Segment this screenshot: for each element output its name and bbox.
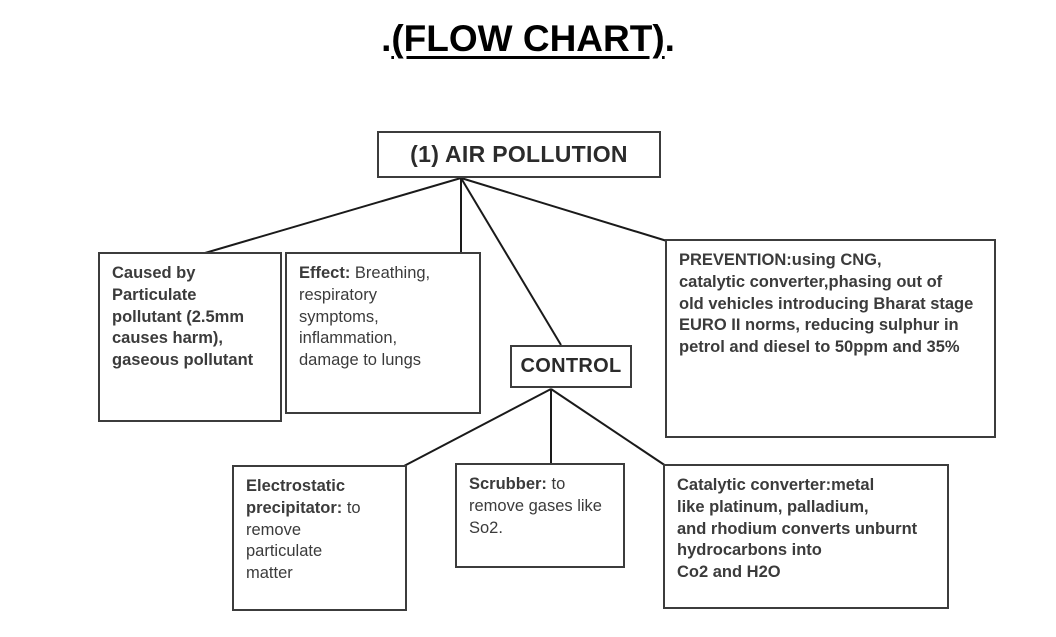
node-control[interactable]: CONTROL xyxy=(510,345,632,388)
node-catalytic-heading: Catalytic converter: xyxy=(677,476,832,494)
node-scrubber-heading: Scrubber: xyxy=(469,475,547,493)
node-prevention[interactable]: PREVENTION:using CNG, catalytic converte… xyxy=(665,239,996,438)
connector-control-to-catalytic xyxy=(550,388,667,467)
page-title: .(FLOW CHART). xyxy=(0,18,1056,60)
node-control-label: CONTROL xyxy=(520,355,622,378)
title-suffix-dot: . xyxy=(664,18,675,59)
node-prevention-body: using CNG, catalytic converter,phasing o… xyxy=(679,251,974,357)
node-effect-body: Breathing, respiratory symptoms, inflamm… xyxy=(299,264,431,370)
node-catalytic-text: Catalytic converter:metal like platinum,… xyxy=(665,466,947,592)
node-electrostatic-body: to remove particulate matter xyxy=(246,498,361,583)
node-air-pollution-label: (1) AIR POLLUTION xyxy=(410,141,628,168)
node-air-pollution[interactable]: (1) AIR POLLUTION xyxy=(377,131,661,178)
node-electrostatic-heading: Electrostatic precipitator: xyxy=(246,477,346,517)
node-causes-text: Caused by Particulate pollutant (2.5mm c… xyxy=(112,264,254,370)
connector-air-pollution-to-prevention xyxy=(460,177,668,242)
title-prefix-dot: . xyxy=(381,18,392,59)
node-effect-text: Effect: Breathing, respiratory symptoms,… xyxy=(287,254,479,380)
node-effect[interactable]: Effect: Breathing, respiratory symptoms,… xyxy=(285,252,481,414)
node-catalytic-body: metal like platinum, palladium, and rhod… xyxy=(677,476,918,582)
node-scrubber-body: to remove gases like So2. xyxy=(469,475,602,537)
node-scrubber[interactable]: Scrubber: to remove gases like So2. xyxy=(455,463,625,568)
connector-air-pollution-to-causes xyxy=(204,177,462,254)
node-scrubber-text: Scrubber: to remove gases like So2. xyxy=(457,465,623,547)
node-effect-heading: Effect: xyxy=(299,264,351,282)
title-text: (FLOW CHART) xyxy=(391,18,665,59)
node-catalytic-converter[interactable]: Catalytic converter:metal like platinum,… xyxy=(663,464,949,609)
node-prevention-heading: PREVENTION: xyxy=(679,251,792,269)
node-electrostatic-precipitator[interactable]: Electrostatic precipitator: to remove pa… xyxy=(232,465,407,611)
node-prevention-text: PREVENTION:using CNG, catalytic converte… xyxy=(667,241,994,367)
node-causes[interactable]: Caused by Particulate pollutant (2.5mm c… xyxy=(98,252,282,422)
node-electrostatic-text: Electrostatic precipitator: to remove pa… xyxy=(234,467,405,593)
